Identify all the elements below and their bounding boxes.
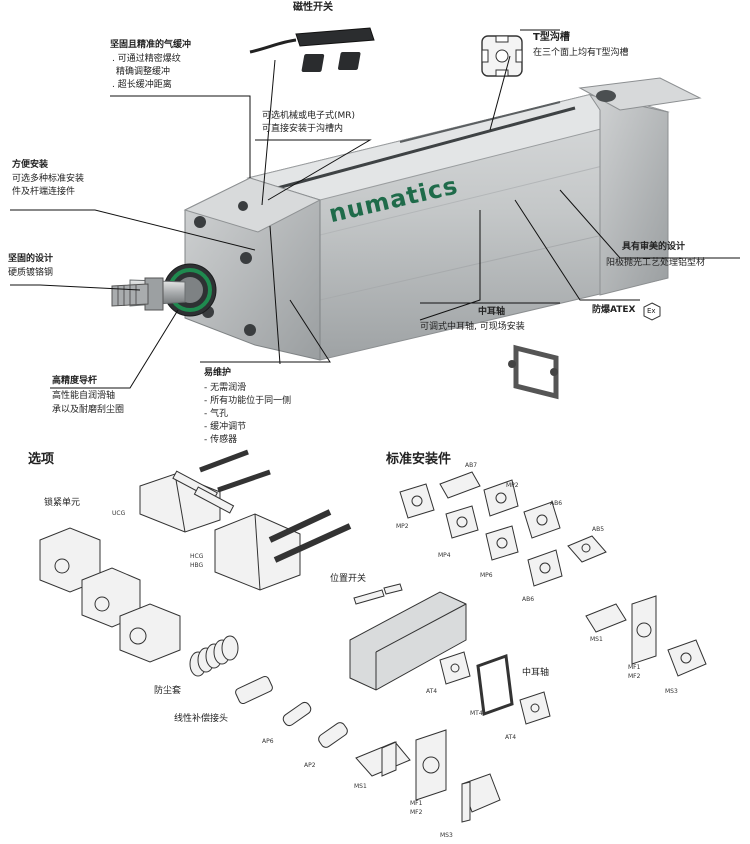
maintenance-line-3: - 气孔 xyxy=(204,409,229,419)
cushion-line-3: . 超长缓冲距离 xyxy=(112,80,172,90)
mounting-line-2: 件及杆端连接件 xyxy=(12,187,76,197)
ms3-label: MS3 xyxy=(440,832,453,839)
maintenance-title: 易维护 xyxy=(204,368,232,378)
maintenance-line-2: - 所有功能位于同一侧 xyxy=(204,396,292,406)
hbg-label: HBG xyxy=(190,562,204,569)
atex-title: 防爆ATEX xyxy=(592,305,636,315)
robust-title: 坚固的设计 xyxy=(8,254,54,264)
mf2-label: MF2 xyxy=(410,809,423,816)
atex-hexagon xyxy=(643,302,661,321)
mounting-title: 方便安装 xyxy=(12,160,49,170)
mf1-label: MF1 xyxy=(410,800,423,807)
cushion-line-2: 精确调整缓冲 xyxy=(116,67,171,77)
options-illustrations xyxy=(39,449,501,823)
aesthetic-desc: 阳极抛光工艺处理铝型材 xyxy=(606,258,706,268)
ms1-label: MS1 xyxy=(354,783,367,790)
ab5-label: AB5 xyxy=(592,526,605,533)
position-switch-label: 位置开关 xyxy=(330,574,367,584)
sensor-line-1: 可选机械或电子式(MR) xyxy=(262,111,356,121)
tslot-desc: 在三个面上均有T型沟槽 xyxy=(533,48,629,58)
ab6-label: AB6 xyxy=(550,500,563,507)
standard-heading: 标准安装件 xyxy=(386,452,452,467)
mp2b-label: MP2 xyxy=(396,523,409,530)
atex-badge: Ex xyxy=(647,307,656,315)
rod-line-2: 承以及耐磨刮尘圈 xyxy=(52,405,125,415)
leader-lines xyxy=(10,29,740,389)
at4-label: AT4 xyxy=(426,688,438,695)
std-mf2-label: MF2 xyxy=(628,673,641,680)
hcg-label: HCG xyxy=(190,553,204,560)
cushion-title: 坚固且精准的气缓冲 xyxy=(110,40,192,50)
standard-mount-illustrations xyxy=(349,471,707,725)
sensor-line-2: 可直接安装于沟槽内 xyxy=(262,124,344,134)
tslot-title: T型沟槽 xyxy=(533,32,570,43)
boot-label: 防尘套 xyxy=(154,686,182,696)
ap2-label: AP2 xyxy=(304,762,316,769)
ab6b-label: AB6 xyxy=(522,596,535,603)
std-ms1-label: MS1 xyxy=(590,636,603,643)
cylinder-illustration xyxy=(111,77,702,361)
mp2-label: MP2 xyxy=(506,482,519,489)
trunnion-title: 中耳轴 xyxy=(478,307,506,317)
ap6-label: AP6 xyxy=(262,738,274,745)
mp6-label: MP6 xyxy=(480,572,493,579)
magnetic-switch-title: 磁性开关 xyxy=(293,2,333,13)
trunnion-desc: 可调式中耳轴, 可现场安装 xyxy=(420,322,525,332)
cushion-line-1: . 可通过精密爆纹 xyxy=(112,54,181,64)
lock-unit-label: 锁紧单元 xyxy=(44,498,81,508)
mt4-label: MT4 xyxy=(470,710,483,717)
ab7-label: AB7 xyxy=(465,462,478,469)
std-ms3-label: MS3 xyxy=(665,688,678,695)
coupler-label: 线性补偿接头 xyxy=(174,714,229,724)
rod-title: 高精度导杆 xyxy=(52,376,98,386)
maintenance-line-1: - 无需润滑 xyxy=(204,383,247,393)
at4b-label: AT4 xyxy=(505,734,517,741)
std-trunnion-label: 中耳轴 xyxy=(522,668,550,678)
aesthetic-title: 具有审美的设计 xyxy=(622,242,686,252)
robust-desc: 硬质镀铬钢 xyxy=(8,268,54,278)
maintenance-line-4: - 缓冲调节 xyxy=(204,422,247,432)
magnetic-switch-illustration xyxy=(249,27,375,72)
t-slot-profile-icon xyxy=(481,35,523,77)
mounting-line-1: 可选多种标准安装 xyxy=(12,174,85,184)
ucg-label: UCG xyxy=(112,510,126,517)
rod-line-1: 高性能自润滑轴 xyxy=(52,391,116,401)
mp4-label: MP4 xyxy=(438,552,451,559)
trunnion-illustration xyxy=(508,344,559,400)
options-heading: 选项 xyxy=(28,452,55,467)
std-mf1-label: MF1 xyxy=(628,664,641,671)
maintenance-line-5: - 传感器 xyxy=(204,435,238,445)
